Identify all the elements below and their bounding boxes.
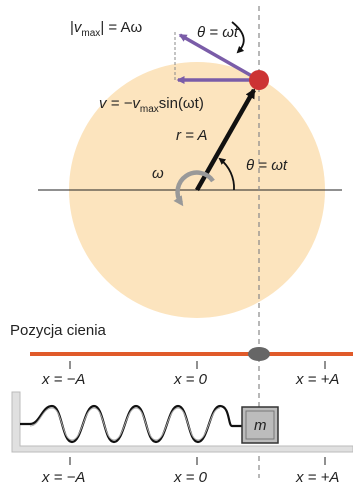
mass-block-inner bbox=[245, 410, 275, 440]
theta-angle-arc bbox=[218, 157, 235, 191]
theta-top-label: θ = ωt bbox=[197, 24, 239, 41]
spring-coil-highlight bbox=[29, 407, 221, 441]
shadow-dot bbox=[248, 347, 270, 361]
tick-label-bottom-zero: x = 0 bbox=[173, 469, 208, 486]
tick-label-top-plus-a: x = +A bbox=[295, 371, 339, 388]
tick-label-top-zero: x = 0 bbox=[173, 371, 208, 388]
shadow-caption: Pozycja cienia bbox=[10, 322, 107, 339]
theta-top-arc bbox=[231, 21, 245, 54]
spring-base bbox=[11, 391, 353, 453]
tick-label-top-minus-a: x = −A bbox=[41, 371, 85, 388]
omega-rotation-arrow bbox=[173, 170, 215, 207]
tick-label-bottom-plus-a: x = +A bbox=[295, 469, 339, 486]
mass-label: m bbox=[254, 417, 267, 434]
velocity-label: v = −vmaxsin(ωt) bbox=[99, 95, 204, 115]
rotating-point bbox=[249, 70, 269, 90]
omega-label: ω bbox=[152, 165, 164, 182]
tick-label-bottom-minus-a: x = −A bbox=[41, 469, 85, 486]
theta-mid-label: θ = ωt bbox=[246, 157, 288, 174]
mass-block bbox=[241, 406, 279, 444]
vmax-arrow bbox=[178, 33, 260, 82]
vmax-label: |vmax| = Aω bbox=[70, 19, 142, 39]
radius-label: r = A bbox=[176, 127, 208, 144]
